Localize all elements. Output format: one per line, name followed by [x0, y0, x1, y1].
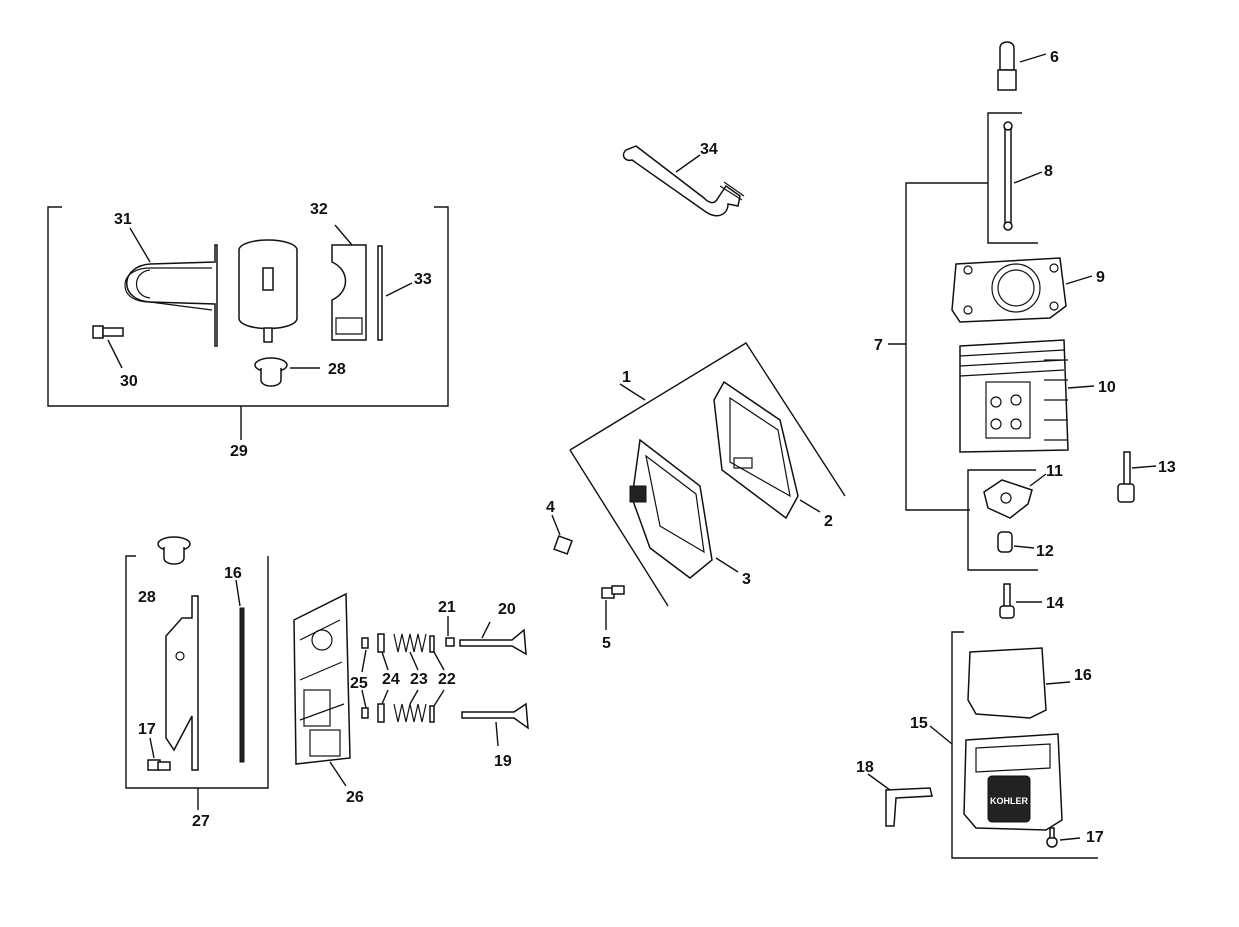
callout-19: 19 — [494, 753, 512, 770]
callout-22: 22 — [438, 671, 456, 688]
callout-18: 18 — [856, 759, 874, 776]
callout-21: 21 — [438, 599, 456, 616]
part-12-pivot — [997, 531, 1035, 553]
callout-33: 33 — [414, 271, 432, 288]
part-5-screw — [601, 585, 625, 630]
part-28-grommet-left — [157, 536, 191, 565]
callout-32: 32 — [310, 201, 328, 218]
callout-1: 1 — [622, 369, 631, 386]
part-28-grommet-top — [254, 357, 320, 387]
callout-26: 26 — [346, 789, 364, 806]
part-17-bolt-right — [1046, 827, 1081, 848]
part-6-cap — [997, 41, 1047, 91]
part-16-gasket-right — [967, 647, 1071, 719]
part-21-cap — [445, 616, 455, 647]
callout-17-right: 17 — [1086, 829, 1104, 846]
callout-8: 8 — [1044, 163, 1053, 180]
part-11-12-box — [967, 469, 1038, 571]
callout-9: 9 — [1096, 269, 1105, 286]
callout-28-left: 28 — [138, 589, 156, 606]
callout-30: 30 — [120, 373, 138, 390]
callout-11: 11 — [1046, 463, 1063, 480]
part-10-cylinder-head — [959, 339, 1095, 453]
callout-34: 34 — [700, 141, 718, 158]
part-32-bracket — [331, 224, 367, 341]
callout-24: 24 — [382, 671, 400, 688]
part-18-bracket-piece — [867, 773, 933, 827]
part-34-breather-hose — [622, 145, 745, 217]
callout-12: 12 — [1036, 543, 1054, 560]
part-25-keepers — [361, 637, 369, 719]
callout-13: 13 — [1158, 459, 1176, 476]
part-17-screw-left — [147, 737, 171, 771]
part-13-head-bolt — [1117, 451, 1157, 503]
callout-23: 23 — [410, 671, 428, 688]
valve-cover-emblem: KOHLER — [990, 796, 1029, 806]
part-4-nut — [551, 514, 573, 555]
valve-train-leaders — [361, 649, 445, 709]
callout-16-right: 16 — [1074, 667, 1092, 684]
kit-29-bracket — [47, 206, 449, 440]
kit-27-bracket — [125, 555, 269, 810]
callout-17-left: 17 — [138, 721, 156, 738]
part-20-intake-valve — [459, 621, 527, 656]
part-2-gasket — [713, 380, 821, 520]
callout-25: 25 — [350, 675, 368, 692]
callout-2: 2 — [824, 513, 833, 530]
part-15-valve-cover: KOHLER — [963, 733, 1063, 831]
callout-labels: 1 2 3 4 5 6 7 8 9 10 11 12 13 14 15 16 1… — [114, 49, 1176, 846]
callout-31: 31 — [114, 211, 132, 228]
part-27-breather-plate — [165, 595, 199, 771]
callout-27: 27 — [192, 813, 210, 830]
part-26-cylinder-head-side — [293, 592, 351, 787]
part-30-screw — [92, 325, 124, 369]
group-1-bracket — [569, 342, 846, 607]
part-19-exhaust-valve — [461, 702, 529, 747]
callout-10: 10 — [1098, 379, 1116, 396]
callout-6: 6 — [1050, 49, 1059, 66]
callout-29: 29 — [230, 443, 248, 460]
callout-28-top: 28 — [328, 361, 346, 378]
group-15-bracket — [929, 631, 1098, 859]
part-31-clamp — [124, 227, 218, 347]
callout-7: 7 — [874, 337, 883, 354]
callout-5: 5 — [602, 635, 611, 652]
part-33-strip — [377, 245, 413, 341]
part-14-stud — [999, 583, 1042, 619]
part-16-gasket-left — [235, 579, 245, 763]
callout-14: 14 — [1046, 595, 1064, 612]
callout-15: 15 — [910, 715, 928, 732]
part-11-rocker — [983, 473, 1047, 519]
group-7-bracket — [888, 182, 988, 511]
part-9-head-gasket — [951, 257, 1093, 323]
part-22-seals — [429, 635, 435, 723]
part-24-retainers — [377, 633, 385, 723]
callout-3: 3 — [742, 571, 751, 588]
fuel-filter-canister — [238, 239, 298, 343]
part-3-breather-cover — [629, 438, 739, 579]
callout-20: 20 — [498, 601, 516, 618]
callout-4: 4 — [546, 499, 555, 516]
callout-16-left: 16 — [224, 565, 242, 582]
part-8-pushrod-box — [987, 112, 1043, 244]
